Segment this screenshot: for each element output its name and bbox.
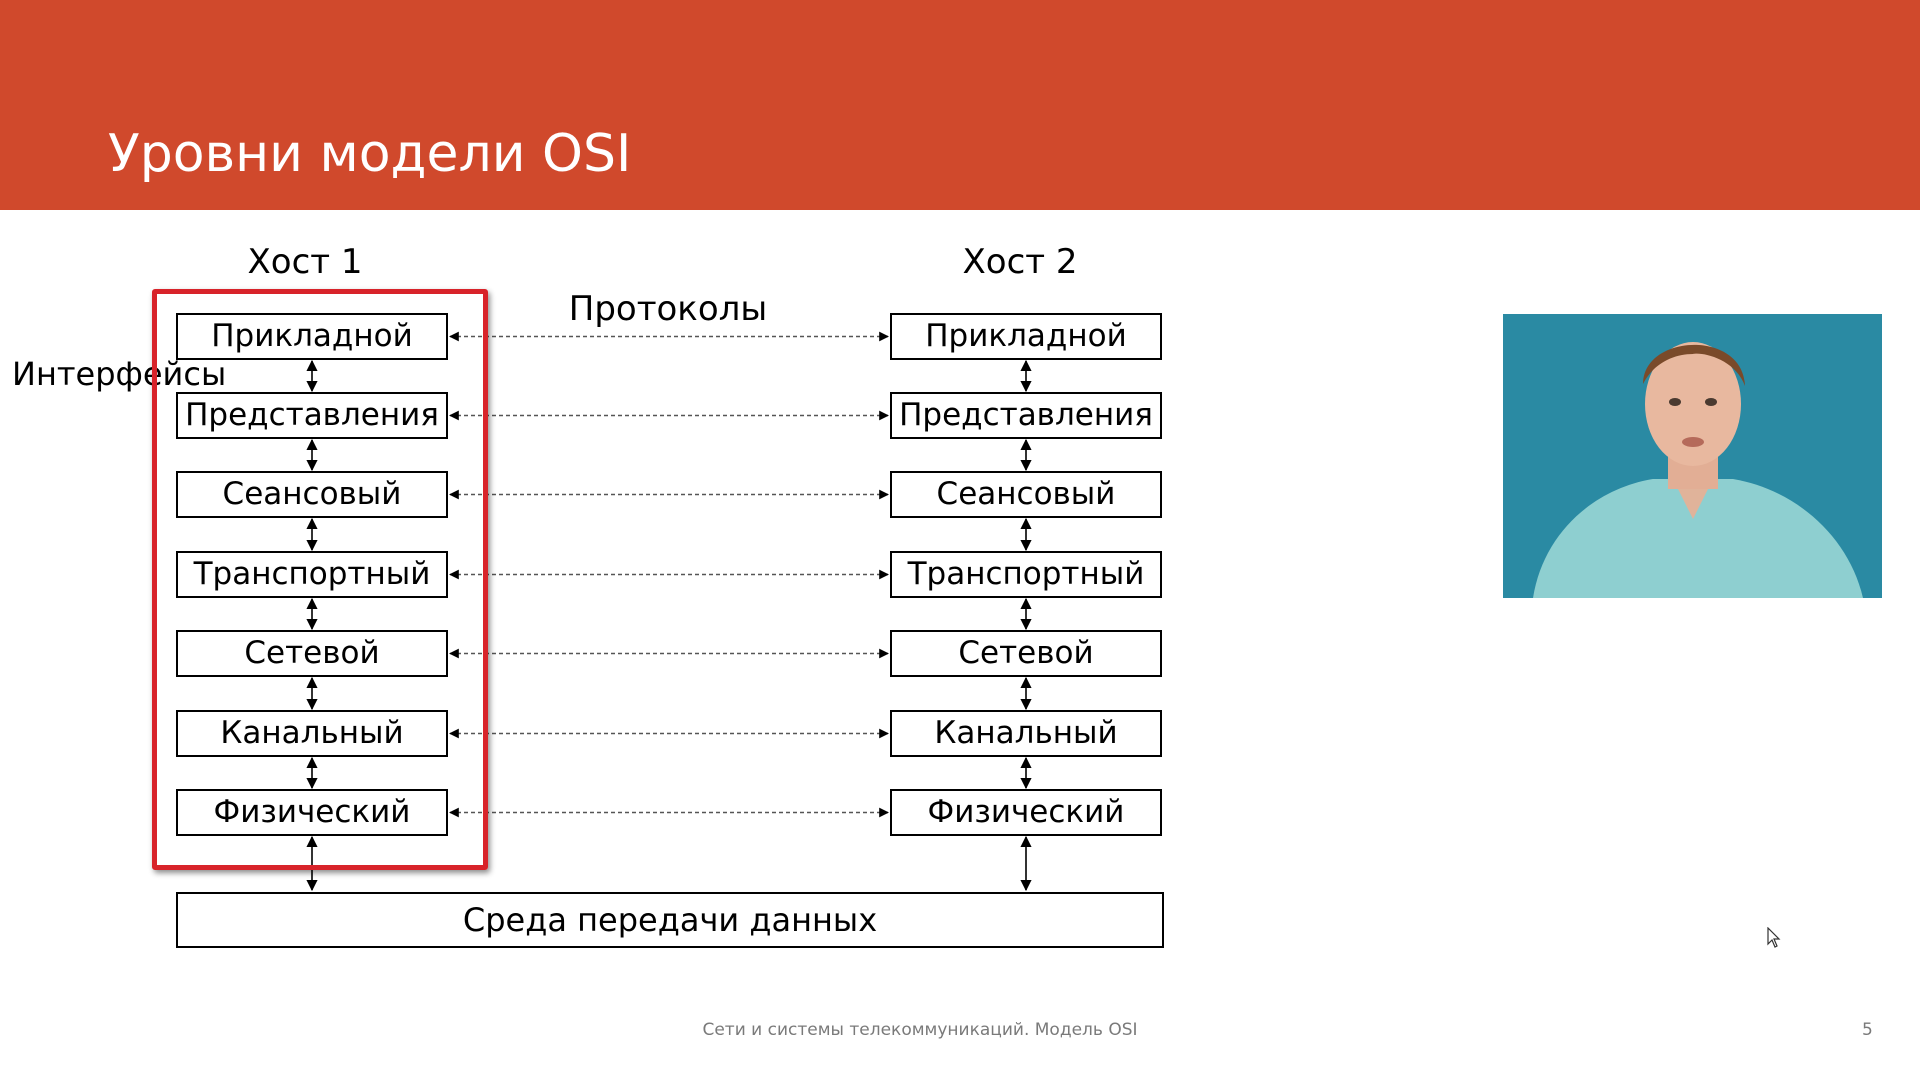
footer-caption: Сети и системы телекоммуникаций. Модель … (702, 1020, 1138, 1040)
page-number: 5 (1862, 1020, 1873, 1040)
host1-layer-box: Канальный (176, 710, 448, 757)
host1-layer-box: Транспортный (176, 551, 448, 598)
host1-layer-box: Физический (176, 789, 448, 836)
host2-layer-box: Транспортный (890, 551, 1162, 598)
host1-layer-box: Сетевой (176, 630, 448, 677)
slide-title: Уровни модели OSI (108, 124, 632, 184)
transmission-medium-box: Среда передачи данных (176, 892, 1164, 948)
protocols-label: Протоколы (568, 289, 768, 329)
host2-layer-box: Сетевой (890, 630, 1162, 677)
host1-layer-box: Прикладной (176, 313, 448, 360)
host2-layer-box: Канальный (890, 710, 1162, 757)
interfaces-label: Интерфейсы (12, 355, 227, 393)
title-band (0, 0, 1920, 210)
host2-layer-box: Физический (890, 789, 1162, 836)
mouse-cursor-icon (1767, 927, 1781, 948)
host1-label: Хост 1 (247, 242, 363, 282)
host2-layer-box: Представления (890, 392, 1162, 439)
presenter-image (1503, 314, 1882, 598)
host1-layer-box: Представления (176, 392, 448, 439)
host2-label: Хост 2 (962, 242, 1078, 282)
host2-layer-box: Сеансовый (890, 471, 1162, 518)
presenter-video (1503, 314, 1882, 598)
host1-layer-box: Сеансовый (176, 471, 448, 518)
host2-layer-box: Прикладной (890, 313, 1162, 360)
